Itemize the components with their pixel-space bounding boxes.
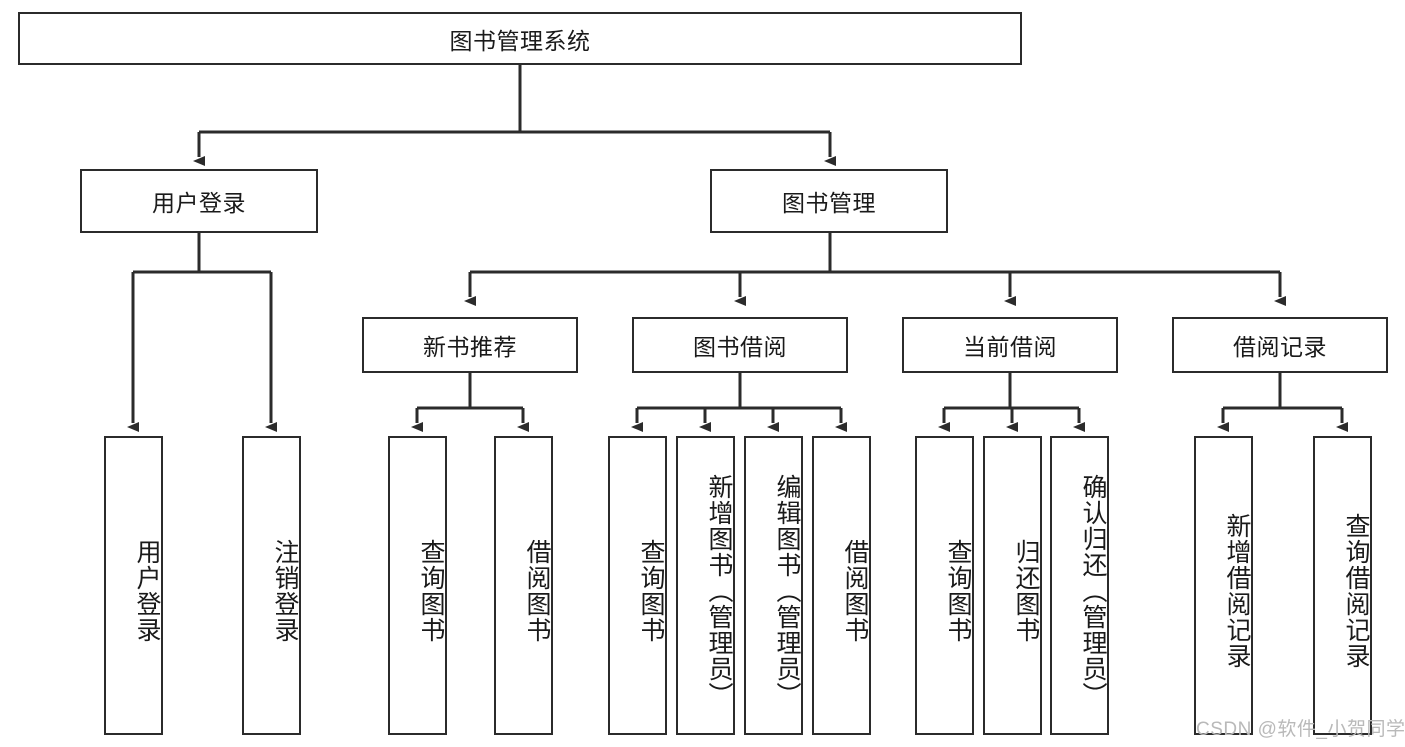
node-book-manage[interactable]: 图书管理 [710, 169, 948, 233]
node-leaf-query-record-label: 查询借阅记录 [1342, 512, 1370, 669]
node-leaf-query-book-2[interactable]: 查询图书 [608, 436, 667, 735]
node-leaf-confirm-return[interactable]: 确认归还（管理员） [1050, 436, 1109, 735]
node-user-login-label: 用户登录 [152, 190, 246, 216]
node-leaf-borrow-book-2-label: 借阅图书 [841, 538, 869, 643]
node-leaf-add-book-label: 新增图书（管理员） [705, 473, 733, 708]
node-current-borrow[interactable]: 当前借阅 [902, 317, 1118, 373]
node-leaf-query-book-3[interactable]: 查询图书 [915, 436, 974, 735]
node-book-manage-label: 图书管理 [782, 190, 876, 216]
node-leaf-confirm-return-label: 确认归还（管理员） [1079, 473, 1107, 708]
node-borrow-record[interactable]: 借阅记录 [1172, 317, 1388, 373]
node-leaf-edit-book[interactable]: 编辑图书（管理员） [744, 436, 803, 735]
node-leaf-borrow-book-2[interactable]: 借阅图书 [812, 436, 871, 735]
node-book-borrow-label: 图书借阅 [693, 334, 787, 360]
node-leaf-borrow-book-1-label: 借阅图书 [523, 538, 551, 643]
node-new-book-recommend-label: 新书推荐 [423, 334, 517, 360]
node-leaf-user-logout[interactable]: 注销登录 [242, 436, 301, 735]
node-leaf-user-login-label: 用户登录 [133, 538, 161, 643]
node-leaf-add-record-label: 新增借阅记录 [1223, 512, 1251, 669]
csdn-watermark: CSDN @软件_小贺同学 [1196, 719, 1405, 740]
node-leaf-add-book[interactable]: 新增图书（管理员） [676, 436, 735, 735]
node-leaf-query-record[interactable]: 查询借阅记录 [1313, 436, 1372, 735]
node-leaf-query-book-3-label: 查询图书 [944, 538, 972, 643]
node-leaf-user-login[interactable]: 用户登录 [104, 436, 163, 735]
node-leaf-edit-book-label: 编辑图书（管理员） [773, 473, 801, 708]
node-leaf-borrow-book-1[interactable]: 借阅图书 [494, 436, 553, 735]
node-leaf-query-book-1-label: 查询图书 [417, 538, 445, 643]
node-root[interactable]: 图书管理系统 [18, 12, 1022, 65]
node-leaf-query-book-2-label: 查询图书 [637, 538, 665, 643]
node-new-book-recommend[interactable]: 新书推荐 [362, 317, 578, 373]
node-user-login[interactable]: 用户登录 [80, 169, 318, 233]
node-book-borrow[interactable]: 图书借阅 [632, 317, 848, 373]
node-root-label: 图书管理系统 [449, 27, 591, 54]
node-leaf-add-record[interactable]: 新增借阅记录 [1194, 436, 1253, 735]
node-leaf-user-logout-label: 注销登录 [271, 538, 299, 643]
node-leaf-query-book-1[interactable]: 查询图书 [388, 436, 447, 735]
node-borrow-record-label: 借阅记录 [1233, 334, 1327, 360]
node-leaf-return-book-label: 归还图书 [1012, 538, 1040, 643]
node-current-borrow-label: 当前借阅 [963, 334, 1057, 360]
node-leaf-return-book[interactable]: 归还图书 [983, 436, 1042, 735]
